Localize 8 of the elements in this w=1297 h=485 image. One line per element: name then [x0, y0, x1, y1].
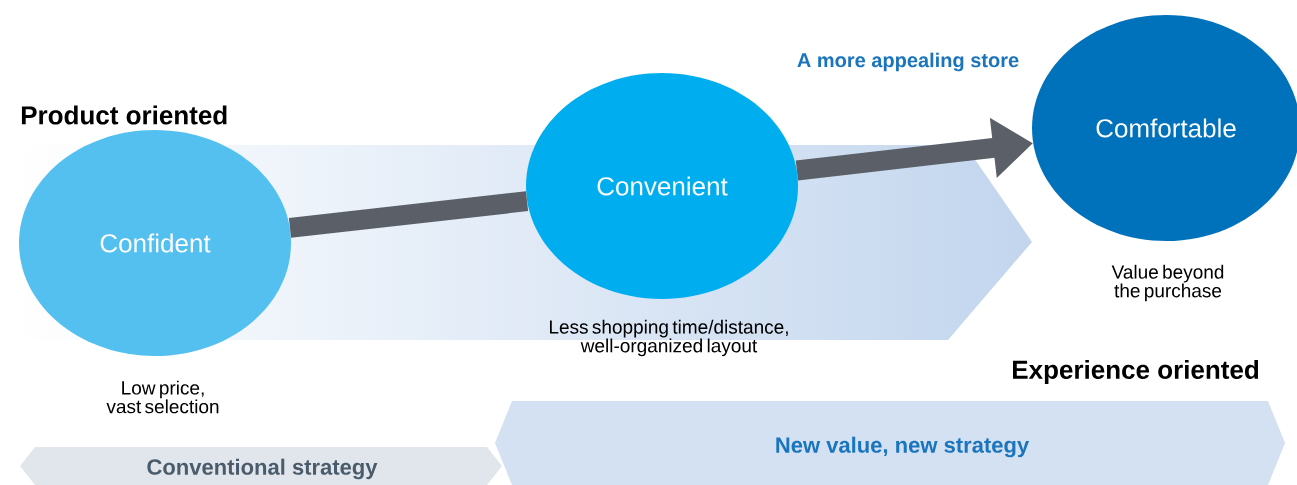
caption-text: Less shopping time/distance, well-organized layout: [550, 319, 788, 357]
caption-text: Low price, vast selection: [106, 380, 219, 414]
ellipse-node: Confident: [19, 130, 291, 356]
heading-text: A more appealing store: [797, 52, 1019, 72]
strategy-band: Conventional strategy: [20, 447, 502, 485]
caption-text: Value beyond the purchase: [1111, 264, 1224, 302]
ellipse-node: Convenient: [526, 73, 798, 299]
strategy-band: New value, new strategy: [495, 401, 1285, 485]
